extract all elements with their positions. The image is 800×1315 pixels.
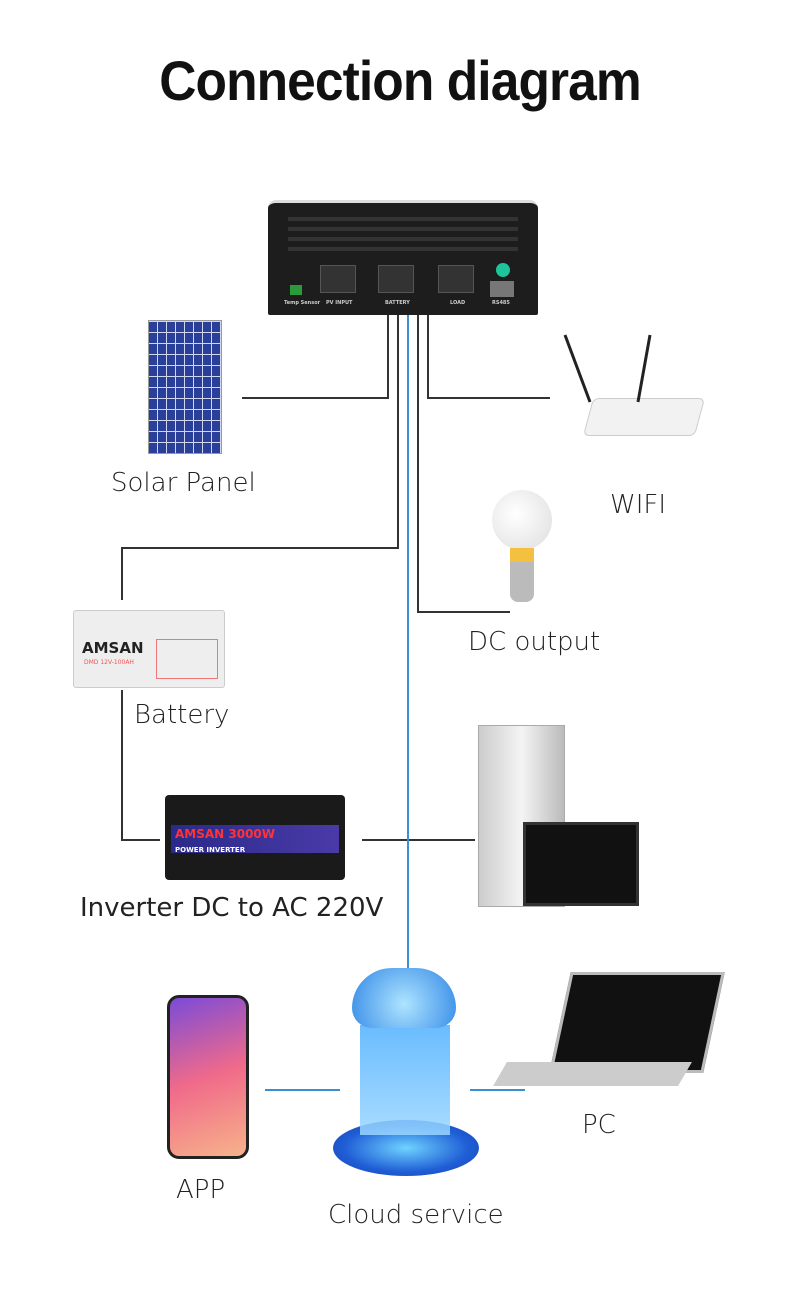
cloud-label: Cloud service — [328, 1200, 504, 1230]
terminal-label: LOAD — [450, 300, 466, 306]
terminal-label: PV INPUT — [326, 300, 353, 306]
laptop-image — [549, 972, 725, 1073]
solar-panel-label: Solar Panel — [111, 468, 256, 498]
app-label: APP — [176, 1175, 226, 1205]
wifi-label: WIFI — [610, 490, 666, 520]
solar-panel-image — [148, 320, 222, 454]
inverter-label: Inverter DC to AC 220V — [80, 893, 384, 923]
wire-wifi — [427, 312, 550, 399]
tv-image — [523, 822, 639, 906]
wire-inverter — [121, 690, 160, 841]
bulb-base — [510, 548, 534, 602]
light-bulb-image — [492, 490, 552, 550]
wire-solar — [242, 312, 389, 399]
terminal-label: BATTERY — [385, 300, 410, 306]
router-antenna-icon — [563, 334, 652, 403]
battery-image: AMSAN DMD 12V-100AH — [73, 610, 225, 688]
inverter-sub: POWER INVERTER — [175, 846, 246, 854]
cloud-icon — [352, 968, 456, 1028]
inverter-image: AMSAN 3000W POWER INVERTER — [165, 795, 345, 880]
pc-label: PC — [582, 1110, 616, 1140]
wire-battery — [121, 312, 399, 600]
dc-output-label: DC output — [468, 627, 601, 657]
terminal-label: Temp Sensor — [284, 300, 321, 306]
terminal-label: RS485 — [492, 300, 510, 306]
battery-brand: AMSAN — [82, 639, 144, 657]
phone-image — [167, 995, 249, 1159]
cloud-beam — [360, 1025, 450, 1135]
solar-charge-controller: Temp Sensor PV INPUT BATTERY LOAD RS485 — [268, 200, 538, 315]
wire-dc-output — [417, 312, 510, 613]
inverter-brand: AMSAN 3000W — [175, 827, 276, 841]
page-title: Connection diagram — [159, 49, 641, 112]
battery-model: DMD 12V-100AH — [84, 659, 134, 666]
battery-label: Battery — [134, 700, 230, 730]
laptop-base — [493, 1062, 692, 1086]
